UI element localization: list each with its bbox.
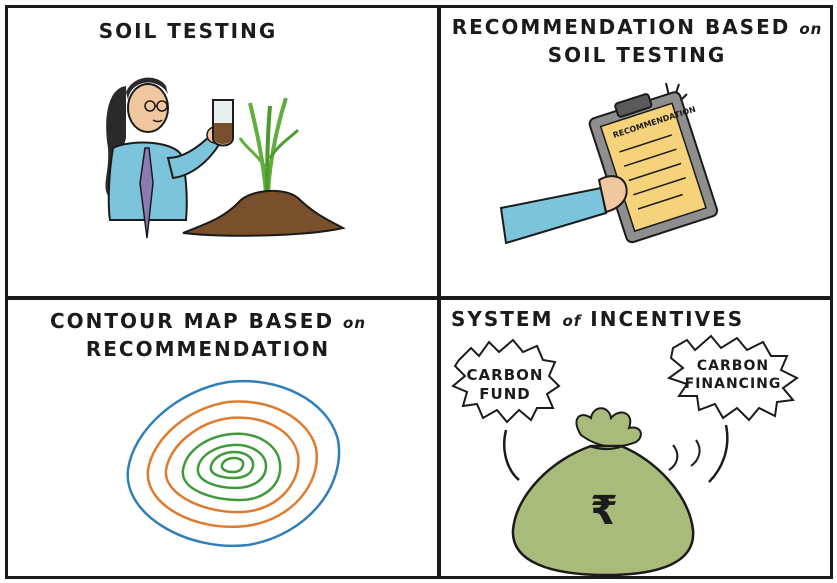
panel-title-incentives: SYSTEM of INCENTIVES (451, 306, 751, 334)
panel-divider-vertical (437, 5, 441, 579)
title-joiner: of (562, 312, 582, 330)
bubble-carbon-financing: CARBON FINANCING (666, 334, 799, 422)
money-bag-icon: ₹ (511, 407, 695, 577)
title-line-2: RECOMMENDATION (85, 337, 331, 361)
hand-icon (597, 175, 628, 214)
bubble-left-line-1: CARBON (467, 366, 544, 384)
soil-mound-icon (182, 189, 346, 237)
title-suffix: INCENTIVES (590, 307, 745, 331)
bubble-right-line-1: CARBON (697, 358, 769, 374)
clipboard-icon: RECOMMENDATION (588, 91, 719, 244)
comic-grid (5, 5, 833, 579)
incentives-illustration: CARBON FUND CARBON FINANCING ₹ (451, 334, 799, 577)
panel-contour-map: CONTOUR MAP BASED on RECOMMENDATION (8, 300, 437, 579)
panel-incentives: SYSTEM of INCENTIVES CARBON FUND CARBON … (441, 300, 833, 579)
title-line-1: RECOMMENDATION BASED (451, 15, 791, 39)
test-beaker-icon (212, 99, 234, 147)
rupee-icon: ₹ (590, 488, 618, 534)
title-prefix: SYSTEM (451, 307, 554, 331)
panel-title-recommendation: RECOMMENDATION BASED on SOIL TESTING (441, 14, 833, 68)
bubble-right-line-2: FINANCING (685, 376, 782, 392)
bubble-carbon-fund: CARBON FUND (451, 338, 561, 424)
plant-icon (238, 97, 300, 194)
panel-title-soil-testing: SOIL TESTING (98, 19, 278, 43)
title-joiner: on (343, 314, 366, 332)
panel-recommendation: RECOMMENDATION BASED on SOIL TESTING REC… (441, 8, 833, 296)
panel-title-contour-map: CONTOUR MAP BASED on RECOMMENDATION (8, 308, 408, 362)
bubble-left-line-2: FUND (479, 385, 530, 403)
sleeve-icon (499, 186, 608, 245)
title-line-2: SOIL TESTING (547, 43, 727, 67)
panel-soil-testing: SOIL TESTING (8, 8, 437, 296)
title-joiner: on (799, 20, 823, 38)
clipboard-illustration: RECOMMENDATION (499, 82, 719, 245)
title-line-1: CONTOUR MAP BASED (49, 309, 335, 333)
panel-divider-horizontal (5, 296, 833, 300)
contour-map-illustration (126, 379, 341, 548)
